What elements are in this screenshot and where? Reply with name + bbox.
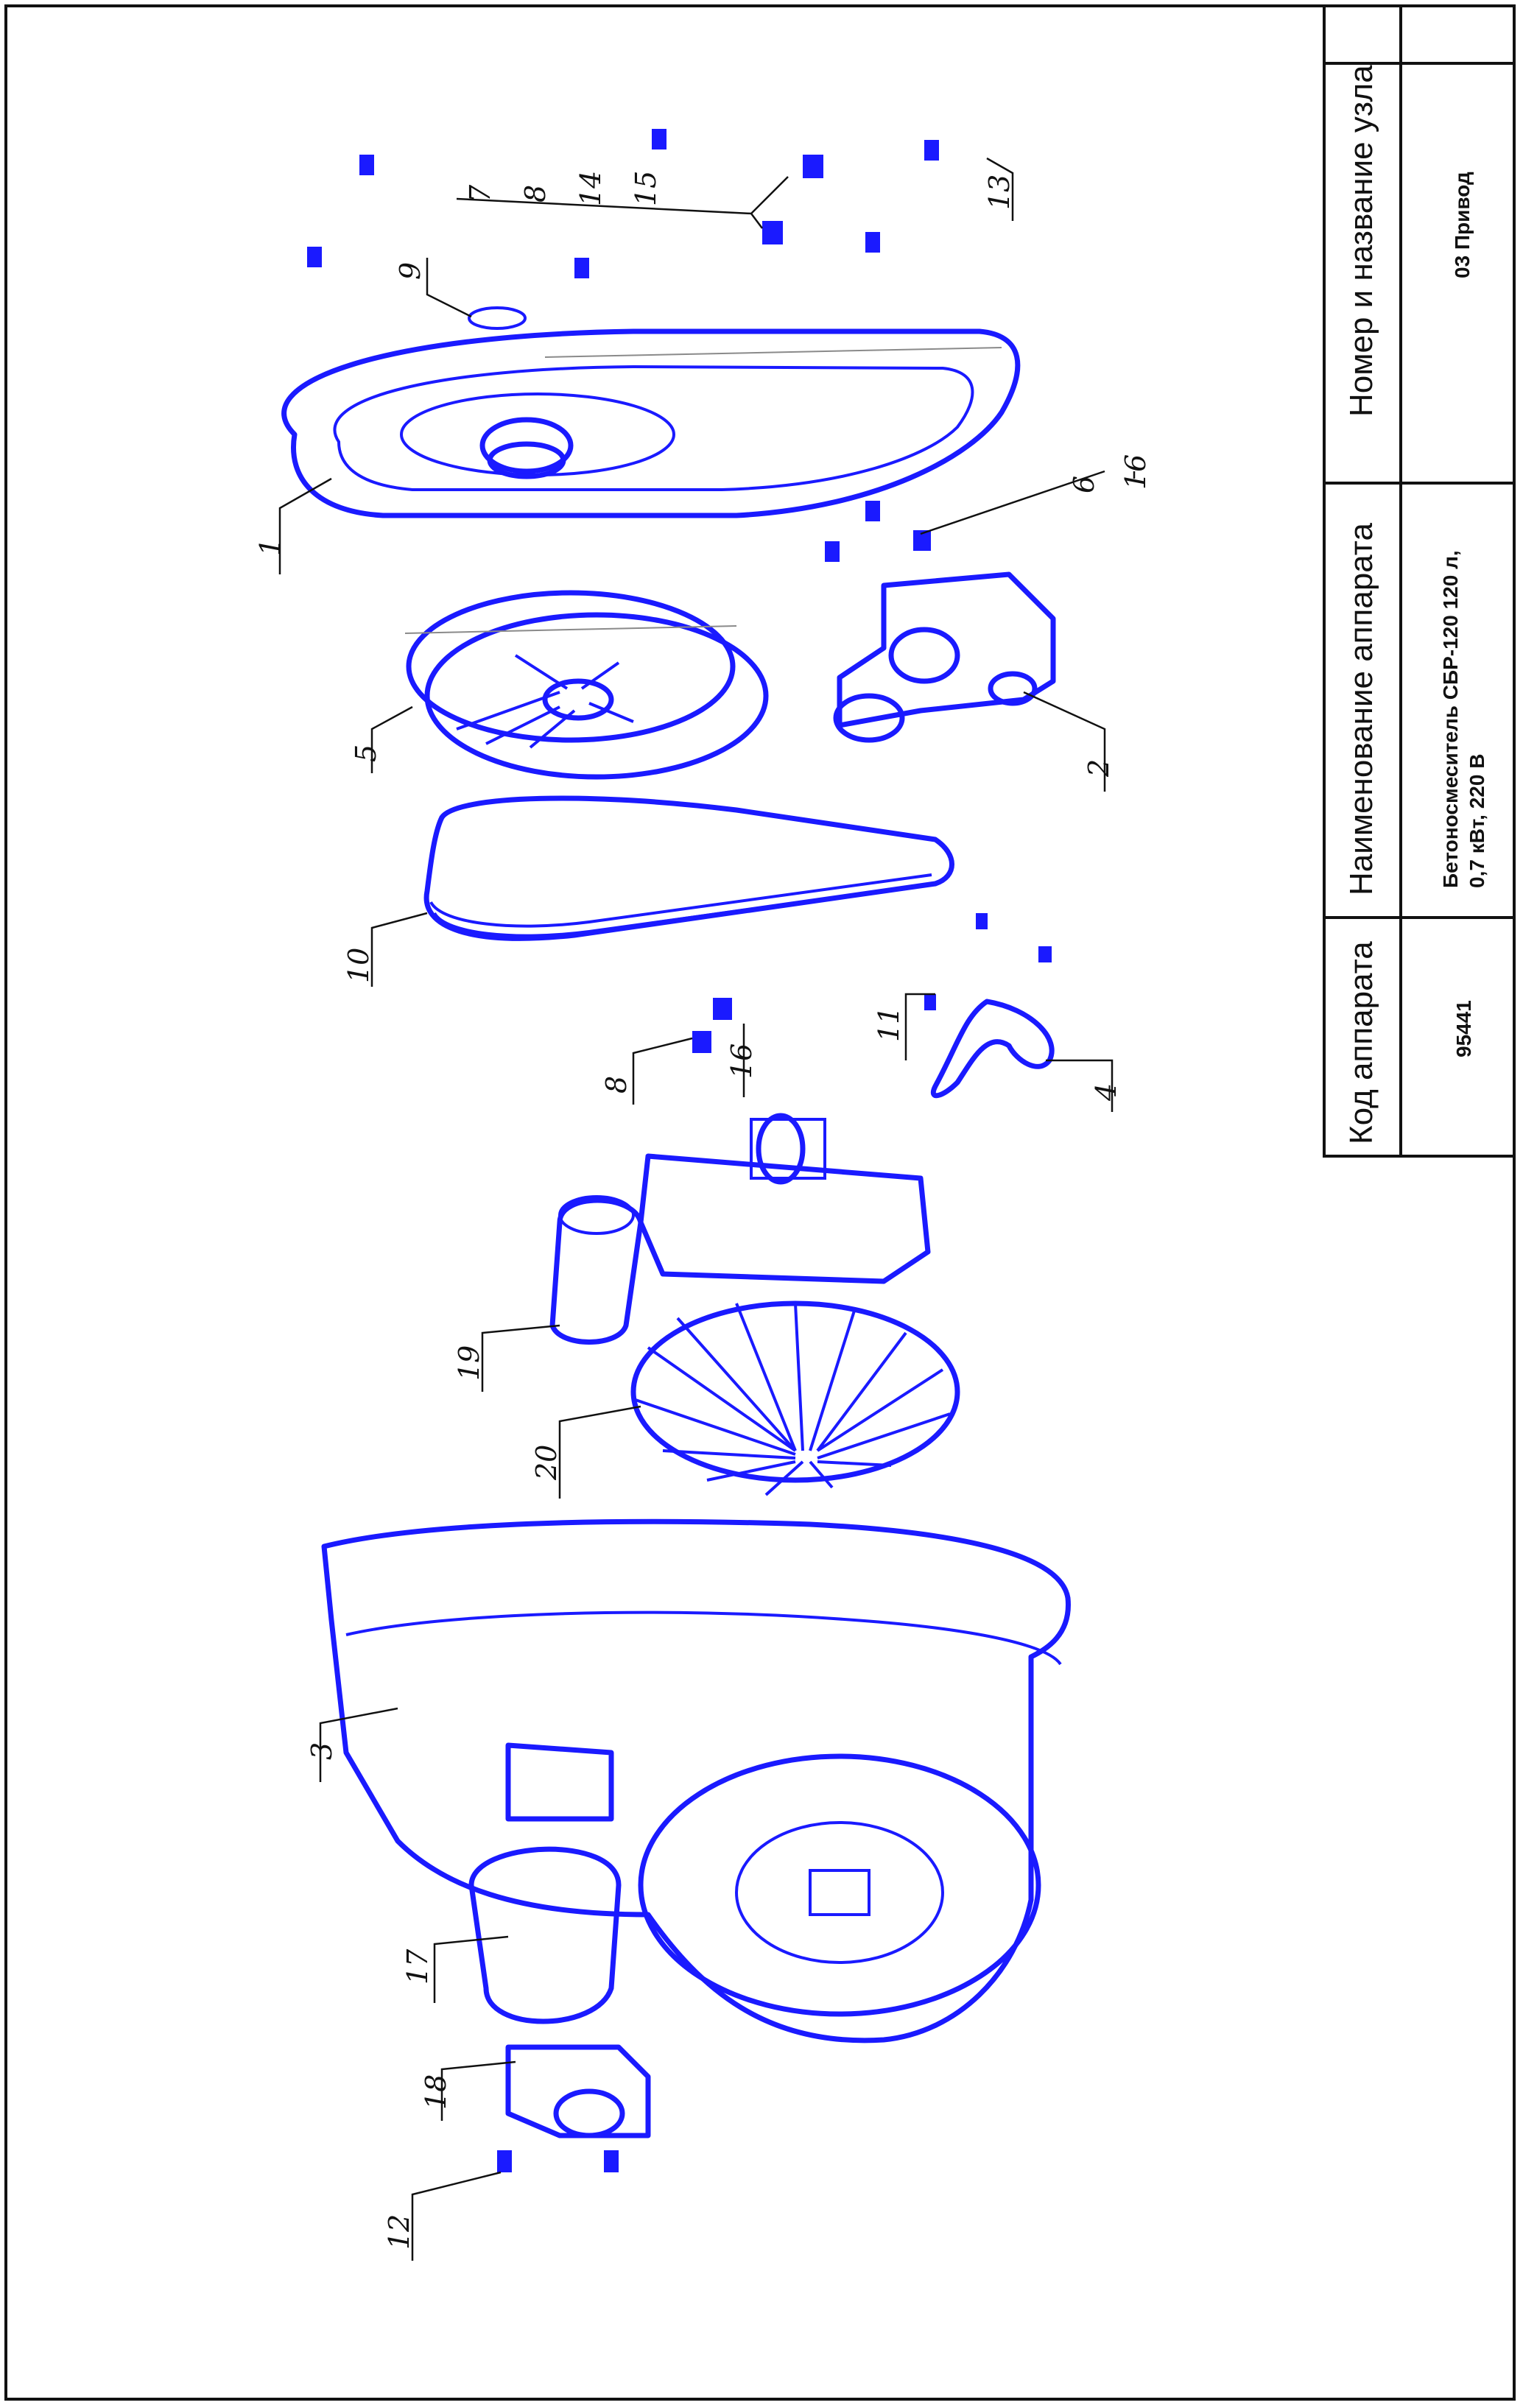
pulley-part [404,590,769,780]
callout-1: 1 [254,538,286,556]
title-block-row-line [1326,482,1516,485]
switch-part [505,2044,651,2138]
belt-part [423,795,954,941]
sheet-frame [4,4,1516,2401]
capacitor-part [549,1195,644,1345]
callout-6: 6 [1068,476,1100,493]
callout-8-b: 8 [600,1076,633,1094]
title-block: Номер и название узла Наименование аппар… [1323,4,1516,1158]
callout-4: 4 [1090,1083,1122,1102]
fan-part [630,1300,960,1496]
fastener-parts [307,129,1052,2172]
callout-18: 18 [420,2074,452,2110]
callout-2: 2 [1083,759,1115,778]
callout-10: 10 [342,948,375,983]
leader-lines [278,157,1136,2261]
callout-16-b: 16 [725,1043,758,1079]
callout-13: 13 [983,175,1016,210]
title-block-divider [1399,4,1402,1155]
callout-labels: 1 2 3 4 5 6 7 8 9 10 11 12 13 14 15 16 1… [254,171,1152,2250]
callout-20: 20 [530,1445,563,1481]
motor-housing-part [321,1518,1071,2043]
motor-end-housing-part [638,1113,931,1284]
title-block-row-line [1326,916,1516,919]
belt-guard-clip-part [930,999,1055,1099]
callout-5: 5 [350,744,382,762]
terminal-box-part [468,1742,622,2024]
callout-3: 3 [306,1742,338,1760]
callout-16-a: 16 [1119,454,1152,490]
callout-7: 7 [464,184,496,203]
callout-11: 11 [873,1007,905,1042]
belt-cover-part [281,328,1021,518]
callout-19: 19 [453,1345,485,1381]
callout-8: 8 [519,185,552,203]
callout-17: 17 [401,1948,434,1985]
motor-bracket-part [833,571,1056,743]
title-block-row-line [1326,62,1516,65]
callout-14: 14 [574,171,607,206]
callout-15: 15 [630,171,662,206]
callout-12: 12 [383,2214,415,2250]
callout-9: 9 [394,262,426,280]
